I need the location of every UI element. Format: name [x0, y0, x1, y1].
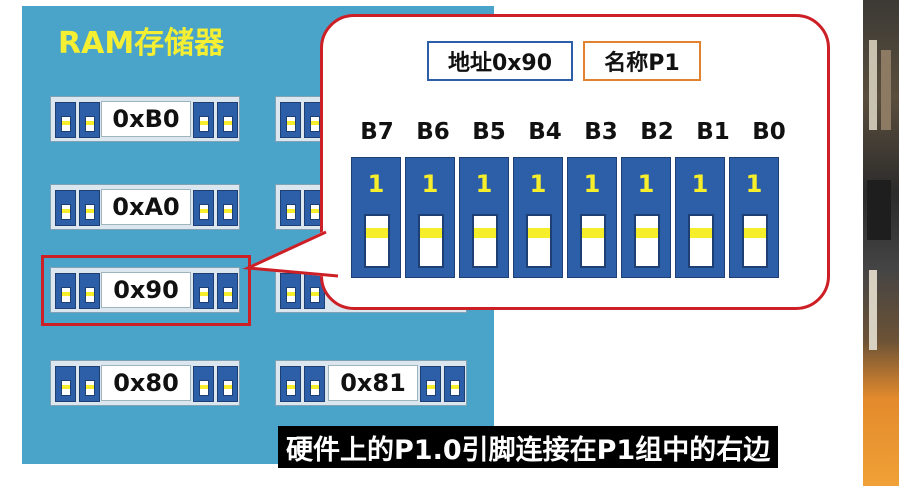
- ram-title: RAM存储器: [58, 26, 225, 61]
- subtitle-caption: 硬件上的P1.0引脚连接在P1组中的右边: [278, 426, 779, 468]
- bit-value: 1: [583, 170, 601, 198]
- register-address: 0xA0: [101, 189, 191, 225]
- bit-switch-b3[interactable]: 1: [567, 157, 617, 278]
- bit-switch-b1[interactable]: 1: [675, 157, 725, 278]
- address-tag: 地址0x90: [427, 41, 573, 81]
- bit-value: 1: [745, 170, 763, 198]
- bit-cell: [217, 273, 238, 309]
- name-tag: 名称P1: [583, 41, 701, 81]
- bit-cell: [79, 190, 100, 226]
- bit-label: B4: [528, 119, 562, 145]
- bit-label: B0: [752, 119, 786, 145]
- bit-cell: [304, 366, 325, 402]
- switch-icon: [580, 214, 606, 268]
- bit-switch-row: 1 1 1 1 1 1 1 1: [351, 157, 779, 278]
- bit-cell: [79, 102, 100, 138]
- switch-icon: [364, 214, 390, 268]
- bit-cell: [217, 366, 238, 402]
- switch-icon: [526, 214, 552, 268]
- bit-label: B1: [696, 119, 730, 145]
- register-0x81[interactable]: 0x81: [275, 360, 467, 406]
- callout-bubble: 地址0x90 名称P1 B7 B6 B5 B4 B3 B2 B1 B0 1 1 …: [320, 14, 830, 310]
- bit-switch-b7[interactable]: 1: [351, 157, 401, 278]
- bit-cell: [79, 273, 100, 309]
- highlight-frame: [41, 255, 251, 326]
- bit-cell: [79, 366, 100, 402]
- bit-switch-b2[interactable]: 1: [621, 157, 671, 278]
- bit-value: 1: [367, 170, 385, 198]
- register-address: 0xB0: [101, 101, 191, 137]
- bit-cell: [193, 190, 214, 226]
- bit-value: 1: [637, 170, 655, 198]
- bit-cell: [55, 273, 76, 309]
- register-0x90[interactable]: 0x90: [50, 267, 240, 313]
- switch-icon: [634, 214, 660, 268]
- bit-switch-b0[interactable]: 1: [729, 157, 779, 278]
- register-0x80[interactable]: 0x80: [50, 360, 240, 406]
- bit-cell: [193, 273, 214, 309]
- register-0xA0[interactable]: 0xA0: [50, 184, 240, 230]
- bit-labels: B7 B6 B5 B4 B3 B2 B1 B0: [349, 119, 797, 145]
- background-bookshelf: [863, 0, 899, 486]
- bit-label: B6: [416, 119, 450, 145]
- switch-icon: [472, 214, 498, 268]
- bit-switch-b4[interactable]: 1: [513, 157, 563, 278]
- bit-value: 1: [691, 170, 709, 198]
- register-address: 0x80: [101, 365, 191, 401]
- switch-icon: [418, 214, 444, 268]
- switch-icon: [742, 214, 768, 268]
- bit-cell: [304, 102, 325, 138]
- switch-icon: [688, 214, 714, 268]
- bit-cell: [280, 102, 301, 138]
- bit-label: B5: [472, 119, 506, 145]
- bit-label: B7: [360, 119, 394, 145]
- register-address: 0x81: [328, 365, 418, 401]
- bit-cell: [420, 366, 441, 402]
- bit-cell: [193, 366, 214, 402]
- bit-label: B2: [640, 119, 674, 145]
- bit-cell: [444, 366, 465, 402]
- bit-cell: [55, 366, 76, 402]
- bit-cell: [280, 190, 301, 226]
- bit-value: 1: [529, 170, 547, 198]
- bit-value: 1: [475, 170, 493, 198]
- bit-value: 1: [421, 170, 439, 198]
- bit-switch-b5[interactable]: 1: [459, 157, 509, 278]
- bit-cell: [193, 102, 214, 138]
- bit-cell: [55, 102, 76, 138]
- bit-cell: [55, 190, 76, 226]
- bit-switch-b6[interactable]: 1: [405, 157, 455, 278]
- register-address: 0x90: [101, 272, 191, 308]
- bit-label: B3: [584, 119, 618, 145]
- bit-cell: [217, 190, 238, 226]
- register-0xB0[interactable]: 0xB0: [50, 96, 240, 142]
- bit-cell: [217, 102, 238, 138]
- callout-pointer: [242, 230, 339, 278]
- bit-cell: [280, 366, 301, 402]
- bit-cell: [280, 273, 301, 309]
